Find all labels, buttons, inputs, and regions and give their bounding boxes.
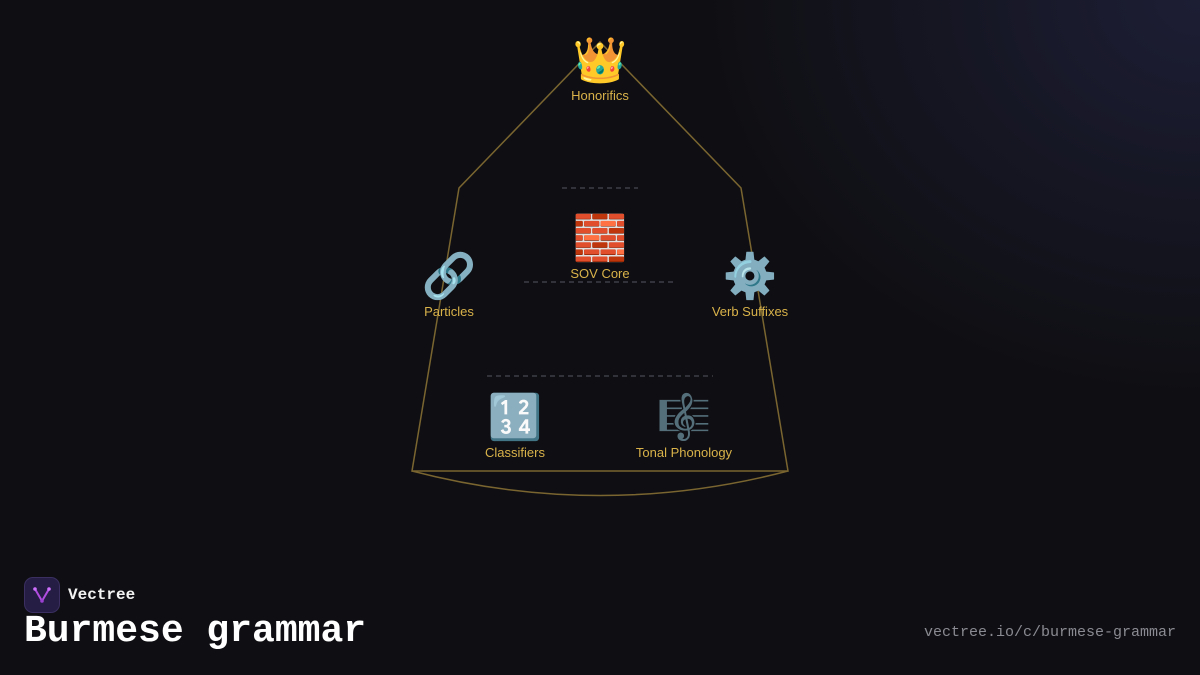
pyramid-base-arc	[411, 470, 789, 497]
musical-score-icon: 🎼	[656, 392, 712, 443]
page-title: Burmese grammar	[24, 610, 367, 653]
node-label: Classifiers	[485, 445, 545, 460]
node-label: Honorifics	[571, 88, 629, 103]
node-honorifics[interactable]: 👑 Honorifics	[520, 35, 680, 104]
vectree-logo-icon	[24, 577, 60, 613]
gear-icon: ⚙️	[722, 251, 778, 302]
node-verb-suffixes[interactable]: ⚙️ Verb Suffixes	[670, 251, 830, 320]
brand-name: Vectree	[68, 586, 136, 604]
node-label: Particles	[424, 304, 474, 319]
node-tonal-phonology[interactable]: 🎼 Tonal Phonology	[604, 392, 764, 461]
node-sov-core[interactable]: 🧱 SOV Core	[520, 213, 680, 282]
node-particles[interactable]: 🔗 Particles	[369, 251, 529, 320]
page-url[interactable]: vectree.io/c/burmese-grammar	[923, 624, 1176, 641]
node-classifiers[interactable]: 🔢 Classifiers	[435, 392, 595, 461]
link-icon: 🔗	[421, 251, 477, 302]
brick-icon: 🧱	[572, 213, 628, 264]
crown-icon: 👑	[572, 35, 628, 86]
brand[interactable]: Vectree	[24, 577, 135, 613]
node-label: Tonal Phonology	[635, 445, 733, 460]
pyramid-outline	[411, 40, 789, 472]
node-label: Verb Suffixes	[711, 304, 789, 319]
node-label: SOV Core	[570, 266, 630, 281]
numbers-icon: 🔢	[487, 392, 543, 443]
